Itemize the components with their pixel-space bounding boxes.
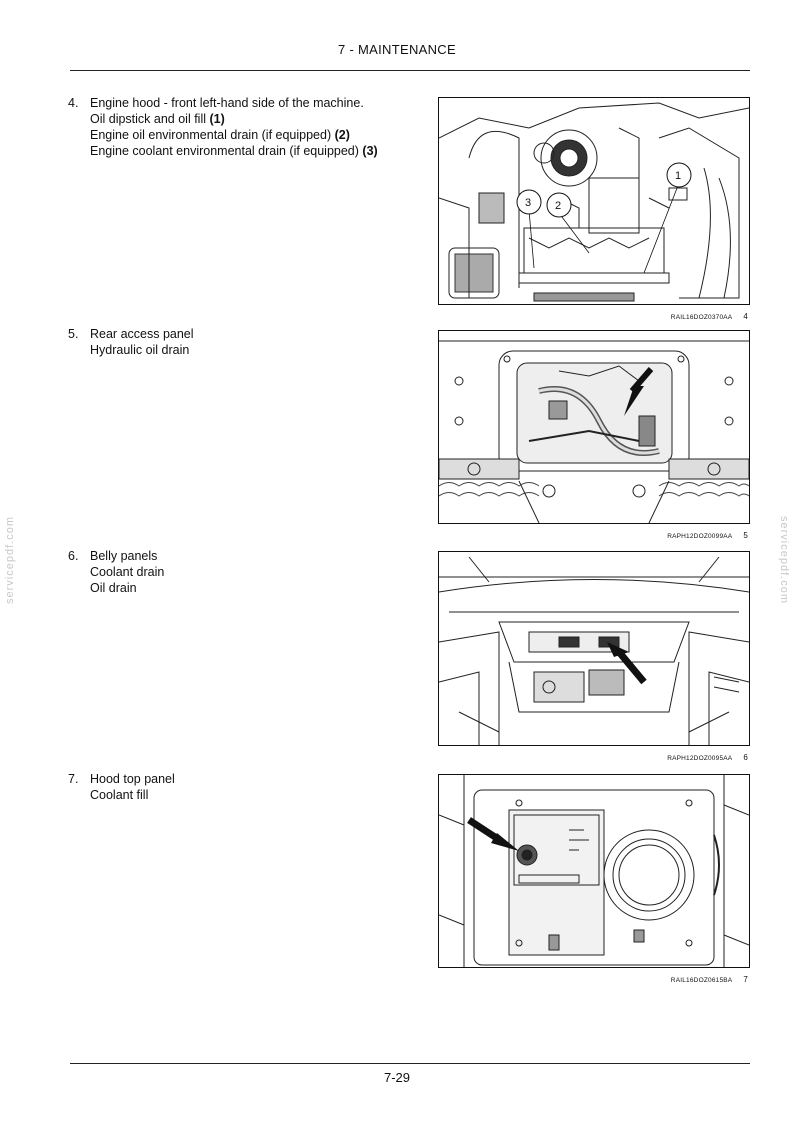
- figure-number: 4: [743, 312, 748, 321]
- callout-ref: (2): [334, 128, 350, 142]
- item-line: Engine coolant environmental drain (if e…: [90, 144, 378, 158]
- item-line: Coolant fill: [90, 788, 149, 802]
- item-line: Oil drain: [90, 581, 137, 595]
- item-line: Hood top panel: [90, 772, 175, 786]
- figure-rear-access-panel: [438, 330, 750, 524]
- watermark-left: servicepdf.com: [4, 516, 16, 604]
- item-number: 6.: [68, 549, 79, 563]
- page-header-title: 7 - MAINTENANCE: [338, 42, 456, 57]
- figure-code: RAPH12DOZ0099AA: [667, 533, 732, 540]
- watermark-right: servicepdf.com: [778, 516, 790, 604]
- figure-number: 6: [743, 753, 748, 762]
- figure-code: RAIL16DOZ0615BA: [670, 977, 732, 984]
- item-number: 7.: [68, 772, 79, 786]
- engine-hood-illustration: 1 2 3: [439, 102, 749, 302]
- callout-3: 3: [525, 197, 531, 209]
- rear-access-panel-illustration: [439, 340, 749, 523]
- item-number: 5.: [68, 327, 79, 341]
- instruction-item-6: 6. Belly panels Coolant drain Oil drain: [68, 548, 418, 596]
- instruction-item-7: 7. Hood top panel Coolant fill: [68, 771, 418, 803]
- instruction-item-5: 5. Rear access panel Hydraulic oil drain: [68, 326, 418, 358]
- figure-engine-hood: 1 2 3: [438, 97, 750, 305]
- footer-rule: [70, 1063, 750, 1064]
- figure-number: 7: [743, 975, 748, 984]
- page-number: 7-29: [383, 1070, 411, 1085]
- figure-hood-top-panel: [438, 774, 750, 968]
- belly-panels-illustration: [439, 556, 749, 745]
- figure-caption-7: RAIL16DOZ0615BA 7: [438, 975, 748, 984]
- callout-ref: (1): [209, 112, 225, 126]
- figure-code: RAPH12DOZ0095AA: [667, 755, 732, 762]
- hood-top-panel-illustration: [439, 775, 749, 967]
- item-number: 4.: [68, 96, 79, 110]
- figure-number: 5: [743, 531, 748, 540]
- header-rule: [70, 70, 750, 71]
- callout-1: 1: [675, 170, 681, 182]
- item-line: Engine hood - front left-hand side of th…: [90, 96, 364, 110]
- item-line: Oil dipstick and oil fill (1): [90, 112, 225, 126]
- figure-caption-4: RAIL16DOZ0370AA 4: [438, 312, 748, 321]
- figure-caption-5: RAPH12DOZ0099AA 5: [438, 531, 748, 540]
- item-line: Rear access panel: [90, 327, 194, 341]
- figure-caption-6: RAPH12DOZ0095AA 6: [438, 753, 748, 762]
- callout-ref: (3): [362, 144, 378, 158]
- item-line: Hydraulic oil drain: [90, 343, 190, 357]
- item-line: Belly panels: [90, 549, 158, 563]
- item-line: Engine oil environmental drain (if equip…: [90, 128, 350, 142]
- instruction-item-4: 4. Engine hood - front left-hand side of…: [68, 95, 418, 159]
- figure-code: RAIL16DOZ0370AA: [670, 314, 732, 321]
- item-line: Coolant drain: [90, 565, 165, 579]
- figure-belly-panels: [438, 551, 750, 746]
- callout-2: 2: [555, 200, 561, 212]
